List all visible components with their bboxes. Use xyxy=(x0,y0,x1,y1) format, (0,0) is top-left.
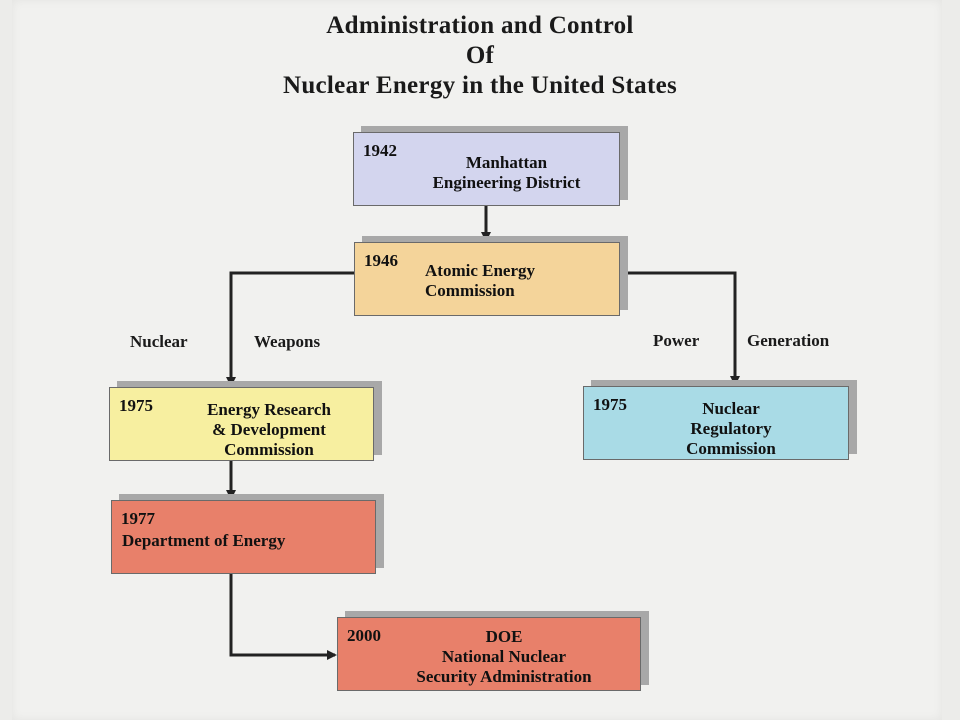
box-year: 1977 xyxy=(121,509,155,528)
box-name: Energy Research & Development Commission xyxy=(207,400,331,459)
box-energy-research-development-commission: 1975 Energy Research & Development Commi… xyxy=(109,387,374,461)
arrow-aec-to-nrc xyxy=(620,271,740,386)
box-year: 2000 xyxy=(347,626,381,645)
document-page xyxy=(12,0,942,720)
title-line-2: Of xyxy=(465,42,495,69)
box-nuclear-regulatory-commission: 1975 Nuclear Regulatory Commission xyxy=(583,386,849,460)
box-name: Atomic Energy Commission xyxy=(425,261,536,300)
box-name: Department of Energy xyxy=(122,531,286,550)
box-department-of-energy: 1977 Department of Energy xyxy=(111,500,376,574)
box-atomic-energy-commission: 1946 Atomic Energy Commission xyxy=(354,242,620,316)
branch-label-generation: Generation xyxy=(747,331,830,350)
title-line-1: Administration and Control xyxy=(326,12,634,39)
arrow-doe-to-nnsa xyxy=(229,574,337,660)
box-name: DOE National Nuclear Security Administra… xyxy=(416,627,592,686)
box-year: 1975 xyxy=(593,395,627,414)
box-year: 1946 xyxy=(364,251,398,270)
box-national-nuclear-security-administration: 2000 DOE National Nuclear Security Admin… xyxy=(337,617,641,691)
branch-label-nuclear: Nuclear xyxy=(130,332,188,351)
box-name: Nuclear Regulatory Commission xyxy=(686,399,776,458)
box-year: 1975 xyxy=(119,396,153,415)
branch-label-power: Power xyxy=(653,331,700,350)
box-year: 1942 xyxy=(363,141,397,160)
arrow-aec-to-erda xyxy=(226,271,354,387)
box-name: Manhattan Engineering District xyxy=(432,153,581,192)
branch-label-weapons: Weapons xyxy=(254,332,321,351)
box-manhattan-engineering-district: 1942 Manhattan Engineering District xyxy=(353,132,620,206)
title-line-3: Nuclear Energy in the United States xyxy=(282,72,678,99)
